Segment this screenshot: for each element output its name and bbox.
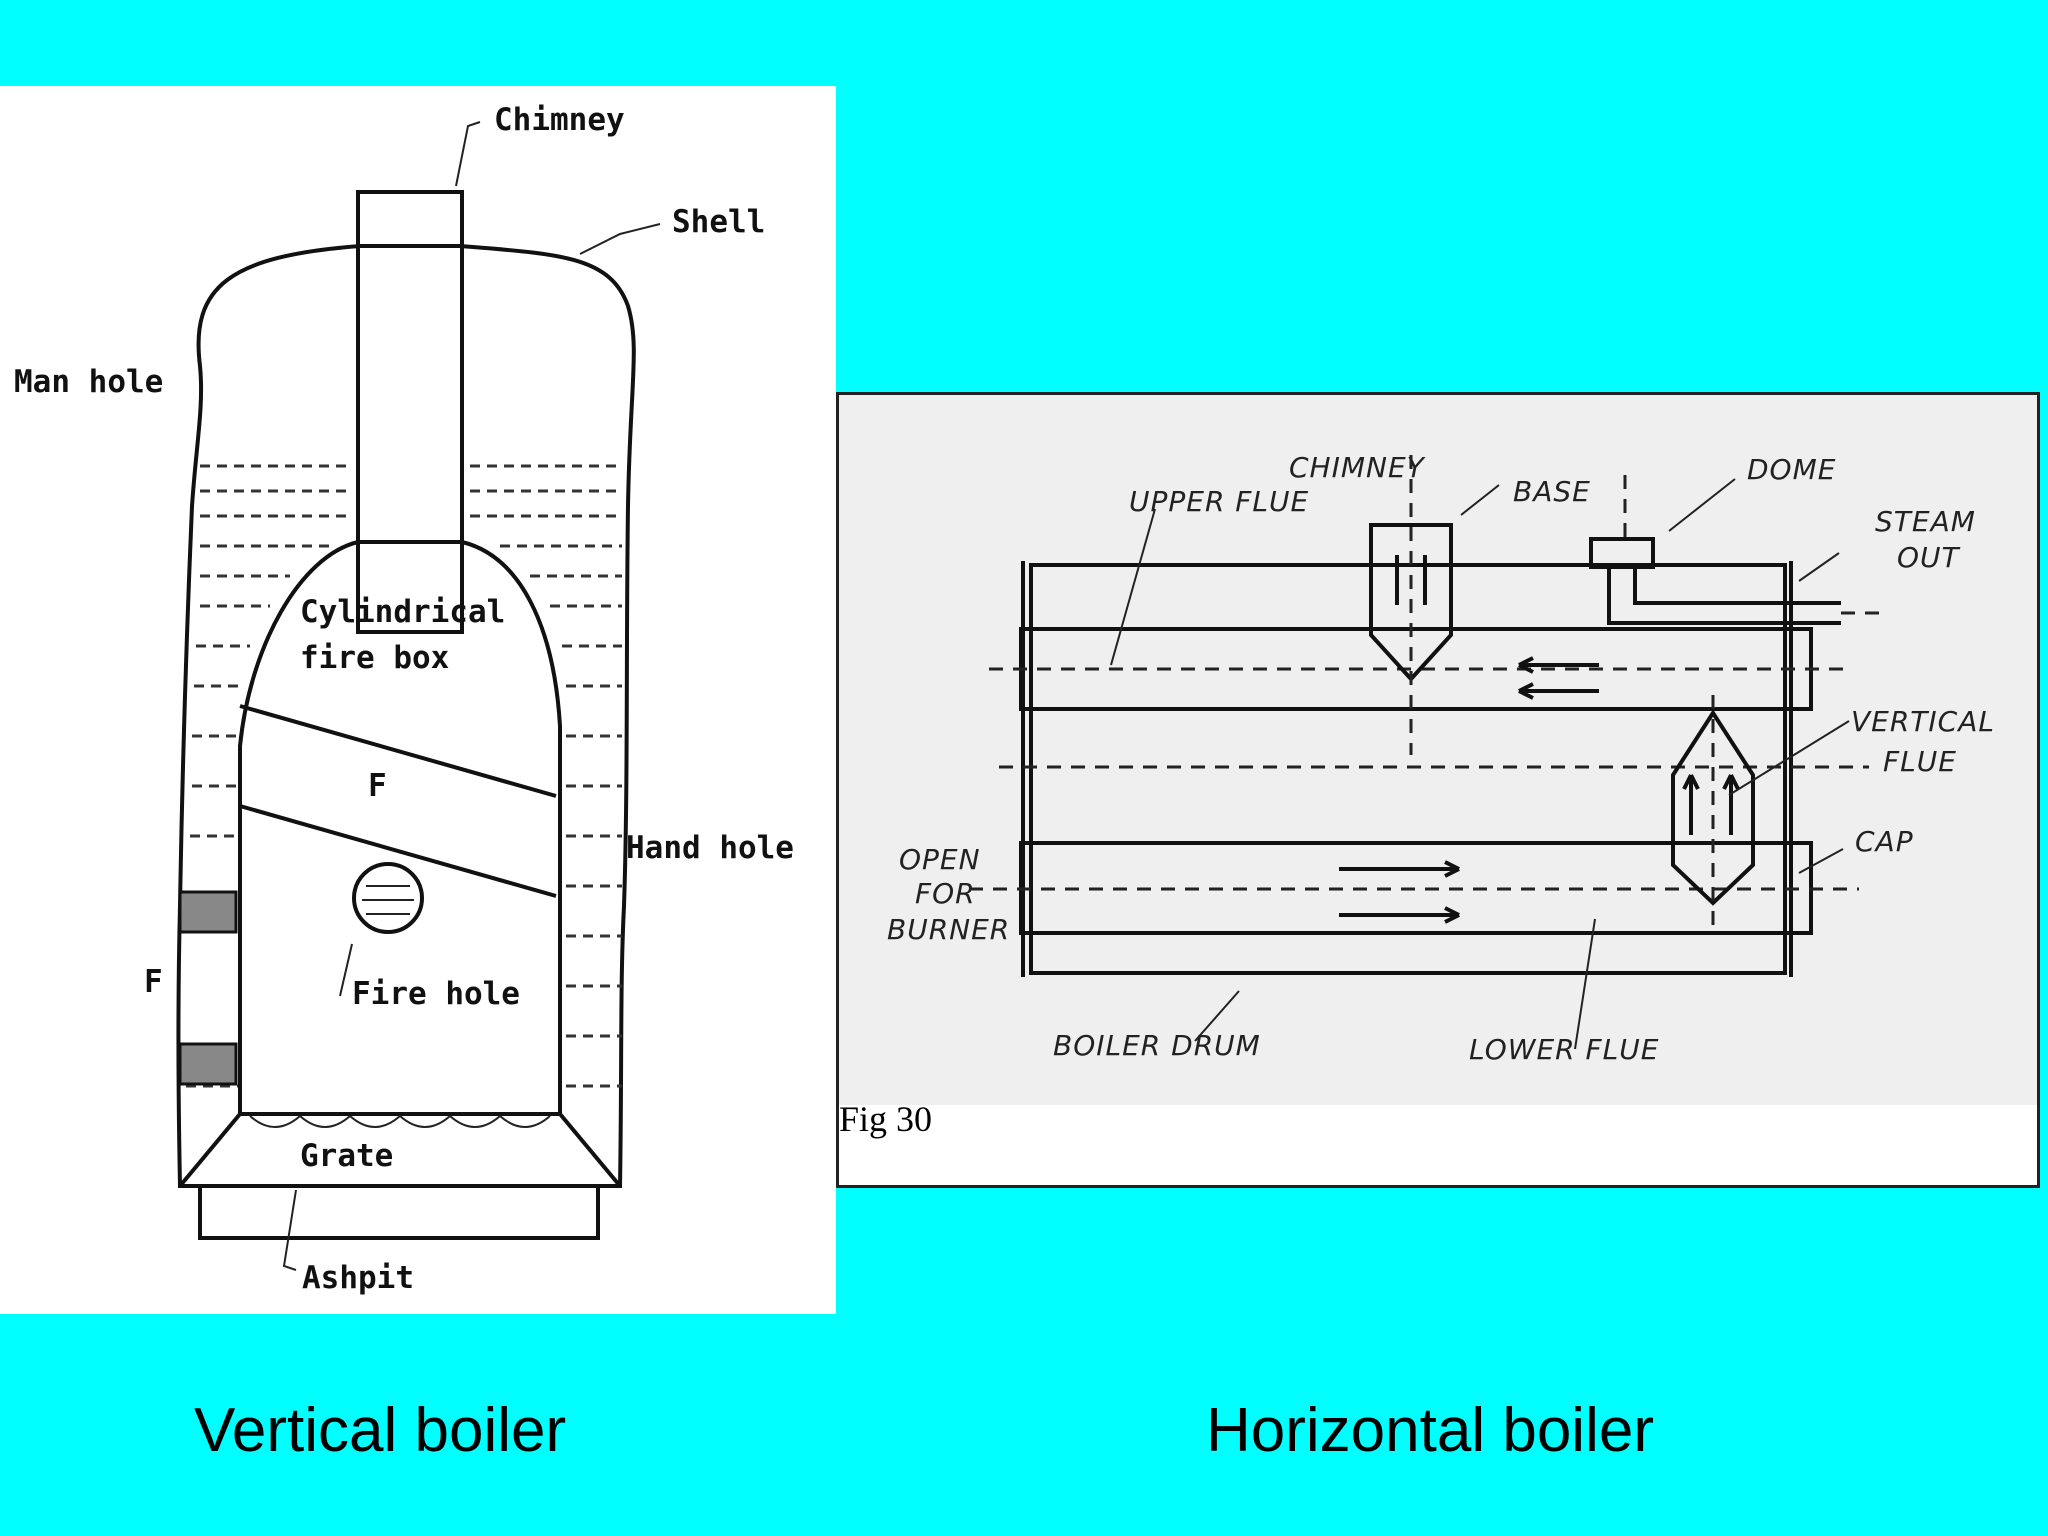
label-for: FOR <box>915 877 976 910</box>
label-grate: Grate <box>300 1138 393 1174</box>
grate-bars <box>249 1114 551 1128</box>
flue-tube-bottom <box>239 804 557 898</box>
grate-frame <box>178 1112 622 1188</box>
caption-horizontal-boiler: Horizontal boiler <box>1206 1396 1654 1465</box>
vertical-boiler-diagram: Chimney Shell Man hole Cylindrical fire … <box>0 86 836 1314</box>
label-burner: BURNER <box>887 913 1010 946</box>
label-chimney-h: CHIMNEY <box>1289 451 1426 484</box>
figure-label: Fig 30 <box>839 1099 932 1139</box>
vertical-flue <box>1671 709 1755 906</box>
label-fire-hole: Fire hole <box>352 976 520 1012</box>
label-f-center: F <box>368 768 387 804</box>
label-shell: Shell <box>672 204 765 240</box>
water-left <box>186 464 350 1088</box>
boiler-drum <box>1029 563 1787 975</box>
stippled-background <box>839 395 2037 1105</box>
label-boiler-drum: BOILER DRUM <box>1053 1029 1261 1062</box>
label-out: OUT <box>1897 541 1961 574</box>
dome <box>1589 537 1655 569</box>
label-f-left: F <box>144 964 163 1000</box>
label-lower-flue: LOWER FLUE <box>1469 1033 1659 1066</box>
label-man-hole: Man hole <box>14 364 163 400</box>
flue-tube-top <box>239 704 557 798</box>
water-right <box>470 464 622 1088</box>
horizontal-boiler-drawing: CHIMNEY BASE DOME UPPER FLUE STEAM OUT V… <box>839 451 1995 1139</box>
label-upper-flue: UPPER FLUE <box>1129 485 1309 518</box>
ashpit <box>198 1184 600 1240</box>
label-cap: CAP <box>1855 825 1914 858</box>
door-hatch-top <box>178 890 238 934</box>
shell-outline <box>176 244 636 1188</box>
steam-pipe <box>1607 567 1841 625</box>
horizontal-boiler-diagram: CHIMNEY BASE DOME UPPER FLUE STEAM OUT V… <box>836 392 2040 1188</box>
fire-hole <box>352 862 424 934</box>
label-steam: STEAM <box>1875 505 1976 538</box>
label-ashpit: Ashpit <box>302 1260 414 1296</box>
caption-vertical-boiler: Vertical boiler <box>194 1396 567 1465</box>
flow-arrows <box>1339 555 1740 924</box>
door-hatch-bottom <box>178 1042 238 1086</box>
label-fire-box: fire box <box>300 640 449 676</box>
label-flue: FLUE <box>1883 745 1957 778</box>
chimney <box>356 190 464 634</box>
label-open: OPEN <box>899 843 981 876</box>
label-base: BASE <box>1513 475 1591 508</box>
label-dome: DOME <box>1747 453 1836 486</box>
label-hand-hole: Hand hole <box>626 830 794 866</box>
vertical-boiler-drawing: Chimney Shell Man hole Cylindrical fire … <box>14 102 794 1296</box>
label-cylindrical: Cylindrical <box>300 594 505 630</box>
chimney-base <box>1369 523 1453 682</box>
label-chimney: Chimney <box>494 102 625 138</box>
label-vertical: VERTICAL <box>1851 705 1995 738</box>
